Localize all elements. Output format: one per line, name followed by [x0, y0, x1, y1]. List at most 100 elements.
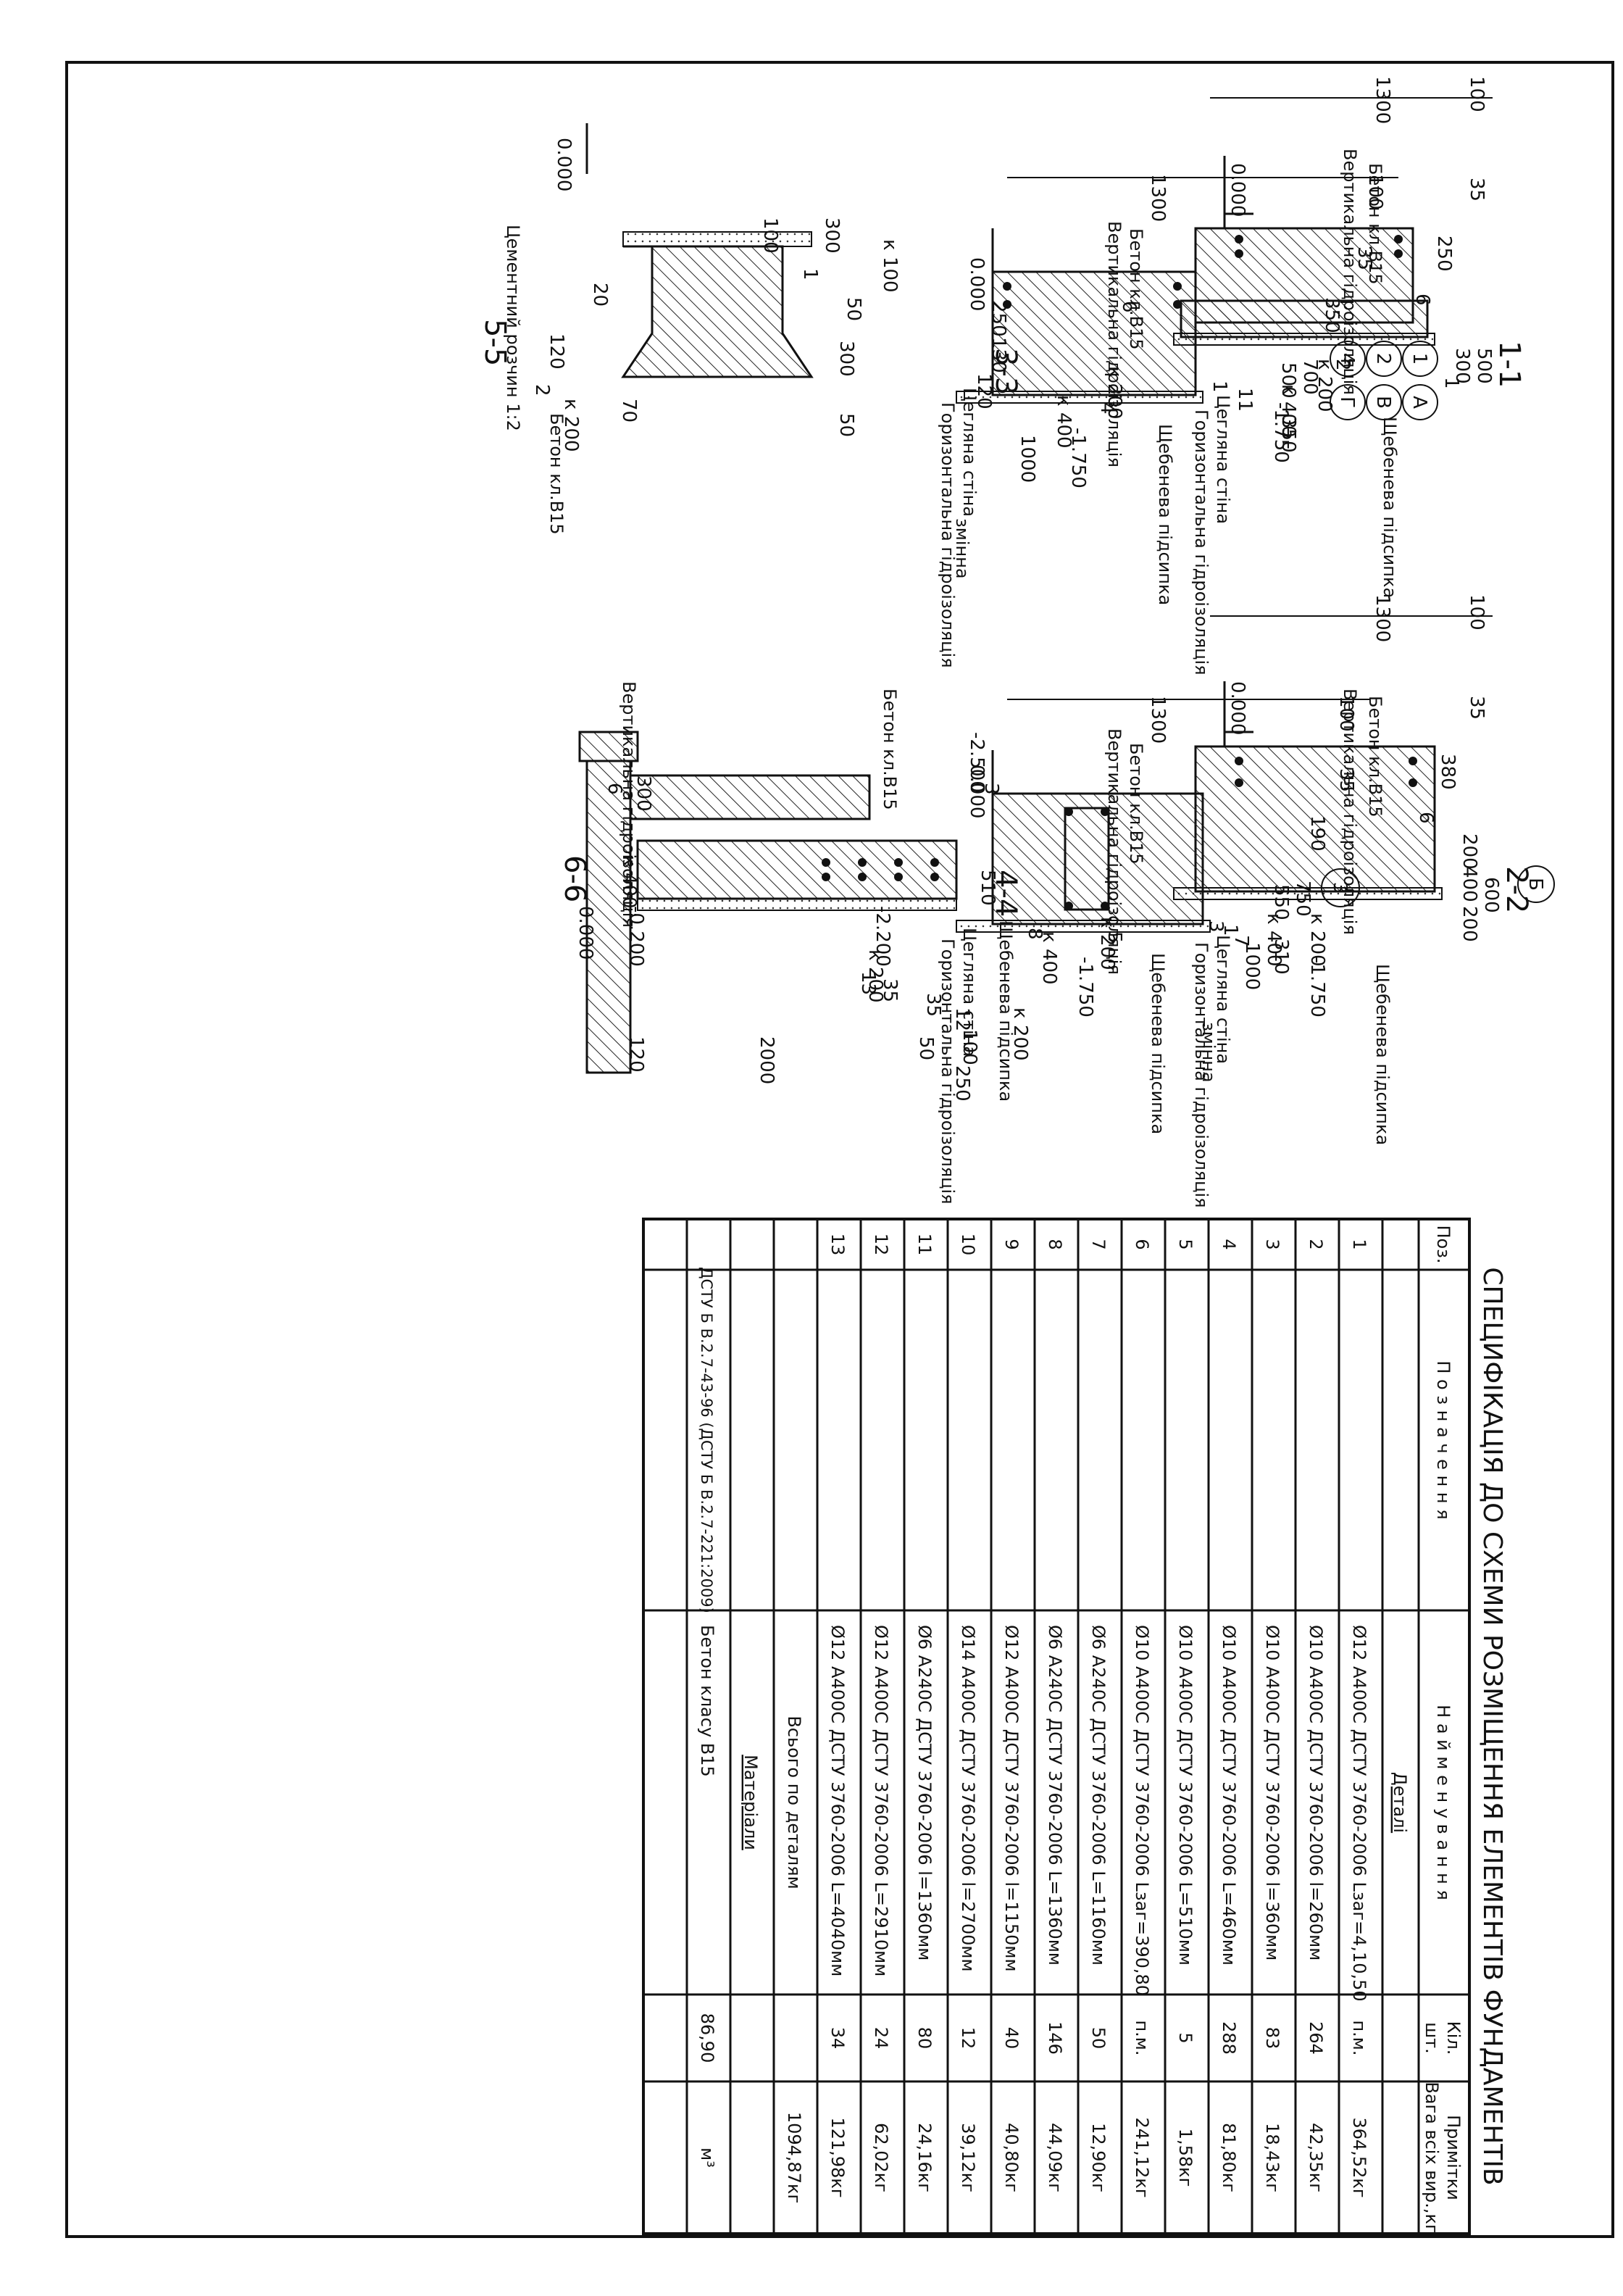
s33-axis-g: Г [1336, 396, 1358, 408]
s11-brick: Цегляна стіна [1213, 395, 1233, 524]
spec-cell-name: Ø12 A400C ДСТУ 3760-2006 l=1150мм [1001, 1625, 1022, 1972]
s33-lvl0: 0.000 [966, 257, 988, 311]
section-details: Деталі [1390, 1772, 1410, 1833]
s11-d500: 500 [1473, 348, 1495, 384]
spec-cell-pos: 10 [958, 1234, 978, 1256]
s44-d550: 550 [1270, 884, 1292, 920]
s66-k200b: к 200 [1009, 1007, 1031, 1061]
s44-lvl1750: -1.750 [1075, 957, 1096, 1018]
s33-d120: 120 [973, 373, 995, 409]
header-note-1: Примітки [1443, 2115, 1464, 2200]
s33-axis-2: 2 [1372, 353, 1394, 365]
s44-d190: 190 [1306, 815, 1328, 852]
spec-title: СПЕЦИФІКАЦІЯ ДО СХЕМИ РОЗМІЩЕННЯ ЕЛЕМЕНТ… [1477, 1267, 1507, 2185]
s44-axis: 3 [1329, 882, 1351, 894]
s44-axis-circle [1321, 868, 1360, 907]
s33-axes: 1 2 4 А В Г [1330, 341, 1438, 420]
spec-cell-qty: 146 [1045, 2021, 1065, 2055]
spec-cell-qty: 80 [914, 2027, 935, 2050]
s44-d310: 310 [1270, 939, 1292, 975]
s33-axis-v: В [1372, 396, 1394, 409]
s11-hor-iso: Горизонтальна гідроізоляція [1191, 409, 1211, 675]
s33-axis-4: 4 [1336, 353, 1358, 365]
s55-mark1: 1 [799, 268, 821, 280]
s44-wall-body [991, 792, 1204, 926]
s44-mark8: 8 [1024, 928, 1046, 940]
material-unit: м³ [697, 2147, 717, 2168]
s33-wall-body [991, 270, 1197, 396]
spec-cell-note: 12,90кг [1088, 2123, 1109, 2192]
s66-d250: 250 [951, 1065, 973, 1102]
spec-cell-pos: 4 [1219, 1239, 1239, 1249]
spec-cell-name: Ø12 A400C ДСТУ 3760-2006 L=4040мм [827, 1625, 848, 1976]
s66-lvl2500: -2.500 [966, 732, 988, 793]
s66-mark13: 13 [857, 971, 879, 995]
s33-var: змінна [952, 518, 972, 579]
spec-cell-qty: 12 [958, 2027, 978, 2050]
s11-title: 1-1 [1493, 341, 1526, 388]
s11-mark6: 6 [1411, 294, 1433, 306]
s66-k400: к 400 [618, 855, 640, 909]
spec-cell-pos: 3 [1262, 1239, 1282, 1249]
s33-k400: к 400 [1053, 395, 1075, 449]
s22-d35: 35 [1466, 696, 1488, 720]
section-2-2: 2-2 0.000 100 1300 35 380 200 400 200 60… [1173, 594, 1555, 1208]
spec-cell-qty: 50 [1088, 2027, 1109, 2050]
s11-lvl1750: -1.750 [1270, 402, 1292, 463]
s44-vert-iso: Вертикальна гідроізоляція [1104, 728, 1125, 975]
spec-cell-name: Ø10 A400C ДСТУ 3760-2006 l=260мм [1306, 1625, 1326, 1960]
spec-cell-note: 39,12кг [958, 2123, 978, 2192]
spec-cell-qty: 5 [1175, 2032, 1196, 2043]
spec-cell-name: Ø14 A400C ДСТУ 3760-2006 l=2700мм [958, 1625, 978, 1972]
spec-cell-qty: 24 [871, 2027, 891, 2050]
spec-cell-note: 24,16кг [914, 2123, 935, 2192]
s55-d120: 120 [546, 333, 567, 370]
s33-lvl1750: -1.750 [1067, 428, 1089, 488]
s11-d35: 35 [1466, 178, 1488, 201]
s33-d700: 700 [1299, 359, 1321, 395]
specification-table: СПЕЦИФІКАЦІЯ ДО СХЕМИ РОЗМІЩЕННЯ ЕЛЕМЕНТ… [642, 1218, 1507, 2235]
s44-d35: 35 [1335, 768, 1357, 792]
s44-gravel: Щебенева підсипка [1148, 953, 1168, 1134]
s33-mark6: 6 [1118, 301, 1140, 313]
s22-mark6: 6 [1415, 812, 1437, 824]
spec-cell-qty: п.м. [1132, 2020, 1152, 2055]
s11-d250: 250 [1433, 236, 1455, 272]
s11-k200: к 200 [1314, 359, 1335, 412]
spec-cell-note: 42,35кг [1306, 2123, 1326, 2192]
spec-cell-pos: 2 [1306, 1239, 1326, 1249]
s66-vert-iso: Вертикальна гідроізоляція [619, 681, 639, 928]
s44-d100: 100 [1335, 696, 1357, 732]
s33-d100: 100 [1364, 174, 1386, 210]
header-pos: Поз. [1433, 1225, 1453, 1263]
header-name: Н а й м е н у в а н н я [1433, 1705, 1453, 1900]
spec-cell-qty: 83 [1262, 2027, 1282, 2050]
s33-vert-iso: Вертикальна гідроізоляція [1104, 221, 1125, 467]
spec-cell-note: 18,43кг [1262, 2123, 1282, 2192]
header-designation: П о з н а ч е н н я [1433, 1360, 1453, 1519]
header-qty-2: шт. [1422, 2022, 1442, 2054]
s44-d750: 750 [1292, 881, 1314, 917]
spec-cell-name: Ø10 A400C ДСТУ 3760-2006 L=510мм [1175, 1625, 1196, 1966]
section-materials: Матеріали [740, 1755, 761, 1850]
s11-gravel: Щебенева підсипка [1380, 417, 1400, 598]
s22-gravel: Щебенева підсипка [1372, 964, 1393, 1145]
s44-hor-iso: Горизонтальна гідроізоляція [938, 939, 958, 1205]
s22-title: 2-2 [1500, 866, 1533, 913]
s66-d100: 100 [959, 1029, 980, 1065]
header-note-2: Вага всіх вир.,кг [1422, 2081, 1442, 2233]
s11-lvl0: 0.000 [1227, 163, 1248, 217]
s22-d1000: 1000 [1241, 942, 1263, 990]
s55-d50b: 50 [835, 413, 857, 437]
s66-lvl2200: -2.200 [872, 906, 893, 967]
s55-k200: к 200 [560, 399, 582, 452]
s55-trapezoid [621, 245, 814, 378]
s55-mortar: Цементний розчин 1:2 [503, 225, 523, 431]
s11-d1300: 1300 [1372, 76, 1393, 124]
s44-d1300: 1300 [1147, 696, 1169, 744]
spec-cell-pos: 7 [1088, 1239, 1109, 1249]
s66-d35b: 35 [922, 993, 944, 1017]
s11-k400: к 400 [1277, 384, 1299, 438]
